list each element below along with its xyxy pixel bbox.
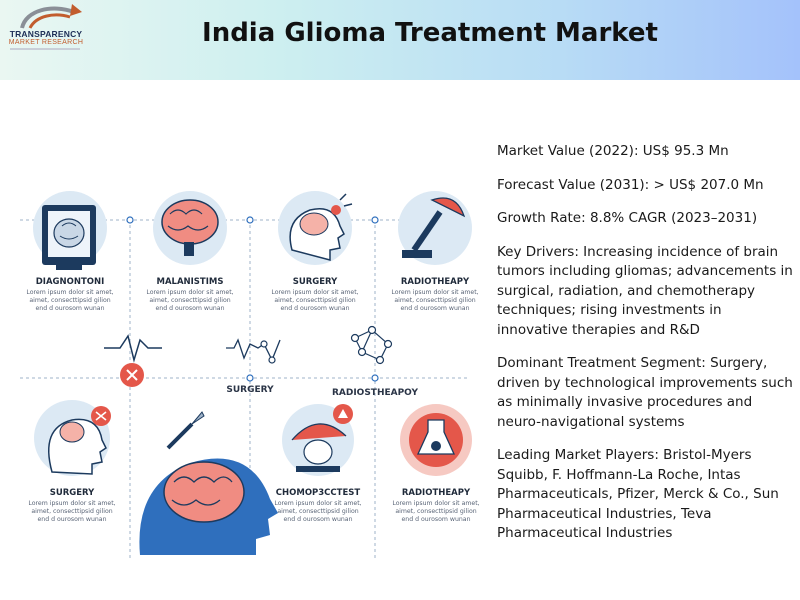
market-value-text: Market Value (2022): US$ 95.3 Mn (497, 143, 729, 159)
bottom-label-1: SURGERY (50, 488, 95, 498)
page-title: India Glioma Treatment Market (202, 18, 658, 48)
svg-text:Lorem ipsum dolor sit amet,: Lorem ipsum dolor sit amet, (274, 500, 361, 507)
market-players-text: Leading Market Players: Bristol-Myers Sq… (497, 447, 779, 541)
dominant-segment-text: Dominant Treatment Segment: Surgery, dri… (497, 355, 793, 430)
logo-brand-text: TRANSPARENCY (9, 29, 83, 39)
bottom-label-2: CHOMOP3CCTEST (276, 488, 361, 498)
top-lorem-1: Lorem ipsum dolor sit amet, aimet, conse… (26, 289, 113, 312)
svg-text:Lorem ipsum dolor sit amet,: Lorem ipsum dolor sit amet, (392, 500, 479, 507)
top-label-4: RADIOTHEAPY (401, 277, 470, 287)
molecule-network-icon (350, 325, 393, 365)
heartbeat-line-icon (104, 334, 162, 387)
surgery-head-icon (278, 191, 353, 265)
top-lorem-2: Lorem ipsum dolor sit amet, aimet, conse… (146, 289, 233, 312)
svg-text:Lorem ipsum dolor sit amet,: Lorem ipsum dolor sit amet, (271, 289, 358, 296)
logo-sub-text: MARKET RESEARCH (8, 39, 84, 46)
surgery-profile-icon (34, 400, 111, 476)
growth-rate-text: Growth Rate: 8.8% CAGR (2023–2031) (497, 210, 758, 226)
company-logo[interactable]: TRANSPARENCY MARKET RESEARCH (0, 0, 130, 80)
diagnosis-scanner-icon (33, 191, 107, 270)
scalpel-icon (166, 411, 205, 450)
top-label-2: MALANISTIMS (157, 277, 224, 287)
brain-head-icon (153, 191, 227, 265)
svg-text:aimet, consecttipsid gilion: aimet, consecttipsid gilion (274, 297, 355, 304)
logo-mark-icon (20, 4, 82, 29)
mid-label-surgery: SURGERY (226, 385, 274, 395)
svg-text:aimet, consecttipsid gilion: aimet, consecttipsid gilion (149, 297, 230, 304)
logo-tagline-line (10, 48, 80, 50)
svg-text:aimet, consecttipsid gilion: aimet, consecttipsid gilion (29, 297, 110, 304)
chemotherapy-icon (282, 404, 354, 476)
mid-label-radio: RADIOSTHEAPOY (332, 388, 419, 398)
radiotherapy-flask-icon (400, 404, 472, 476)
svg-text:end d ourosom wunan: end d ourosom wunan (283, 516, 352, 523)
key-drivers-text: Key Drivers: Increasing incidence of bra… (497, 243, 793, 338)
market-info-panel: Market Value (2022): US$ 95.3 Mn Forecas… (497, 142, 793, 558)
radiotherapy-machine-icon (398, 191, 472, 265)
svg-text:aimet, consecttipsid gilion: aimet, consecttipsid gilion (31, 508, 112, 515)
bottom-label-3: RADIOTHEAPY (402, 488, 471, 498)
svg-text:end d ourosom wunan: end d ourosom wunan (280, 305, 349, 312)
top-lorem-3: Lorem ipsum dolor sit amet, aimet, conse… (271, 289, 358, 312)
neuron-network-icon (226, 338, 281, 364)
svg-text:end d ourosom wunan: end d ourosom wunan (35, 305, 104, 312)
bottom-lorem-3: Lorem ipsum dolor sit amet, aimet, conse… (392, 500, 479, 523)
svg-text:aimet, consecttipsid gilion: aimet, consecttipsid gilion (395, 508, 476, 515)
svg-text:end d ourosom wunan: end d ourosom wunan (155, 305, 224, 312)
bottom-lorem-1: Lorem ipsum dolor sit amet, aimet, conse… (28, 500, 115, 523)
svg-text:aimet, consecttipsid gilion: aimet, consecttipsid gilion (277, 508, 358, 515)
svg-text:Lorem ipsum dolor sit amet,: Lorem ipsum dolor sit amet, (146, 289, 233, 296)
header-banner: TRANSPARENCY MARKET RESEARCH India Gliom… (0, 0, 800, 80)
svg-text:end d ourosom wunan: end d ourosom wunan (400, 305, 469, 312)
svg-text:Lorem ipsum dolor sit amet,: Lorem ipsum dolor sit amet, (26, 289, 113, 296)
svg-text:Lorem ipsum dolor sit amet,: Lorem ipsum dolor sit amet, (28, 500, 115, 507)
forecast-value-text: Forecast Value (2031): > US$ 207.0 Mn (497, 176, 764, 193)
top-label-1: DIAGNONTONI (36, 277, 105, 287)
svg-text:end d ourosom wunan: end d ourosom wunan (401, 516, 470, 523)
svg-text:Lorem ipsum dolor sit amet,: Lorem ipsum dolor sit amet, (391, 289, 478, 296)
top-label-3: SURGERY (293, 277, 338, 287)
large-brain-head-icon (139, 458, 278, 555)
svg-text:aimet, consecttipsid gilion: aimet, consecttipsid gilion (394, 297, 475, 304)
svg-text:end d ourosom wunan: end d ourosom wunan (37, 516, 106, 523)
bottom-lorem-2: Lorem ipsum dolor sit amet, aimet, conse… (274, 500, 361, 523)
infographic: DIAGNONTONI MALANISTIMS SURGERY RADIOTHE… (20, 191, 480, 560)
top-lorem-4: Lorem ipsum dolor sit amet, aimet, conse… (391, 289, 478, 312)
